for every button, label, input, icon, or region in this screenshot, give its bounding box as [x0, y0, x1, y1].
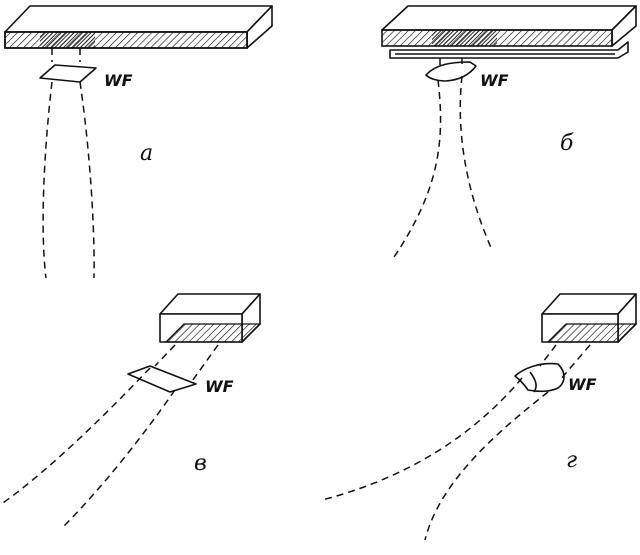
wavefront-label: WF	[104, 71, 133, 90]
antenna-box	[4, 5, 273, 49]
panel-label: б	[560, 131, 574, 156]
panel-b: WF б	[381, 5, 637, 261]
wavefront-curved	[425, 61, 477, 82]
antenna-box	[381, 5, 637, 47]
panel-d: WF г	[321, 293, 638, 541]
antenna-box	[159, 293, 262, 343]
lens-plate	[389, 41, 629, 59]
panel-label: в	[194, 451, 207, 476]
wavefront-label: WF	[480, 71, 509, 90]
wavefront-plane	[39, 64, 97, 83]
wavefront-plane	[127, 365, 197, 393]
wavefront-curved	[514, 362, 565, 393]
panel-label: г	[566, 448, 577, 473]
beam-edges	[42, 48, 95, 279]
panel-c: WF в	[0, 293, 262, 529]
beam-edges	[0, 344, 219, 529]
wavefront-label: WF	[568, 375, 597, 394]
antenna-box	[541, 293, 638, 343]
wavefront-label: WF	[205, 377, 234, 396]
panel-label: а	[140, 141, 153, 166]
beam-edges	[321, 344, 591, 541]
panel-a: WF а	[4, 5, 273, 279]
beam-edges	[391, 58, 493, 261]
